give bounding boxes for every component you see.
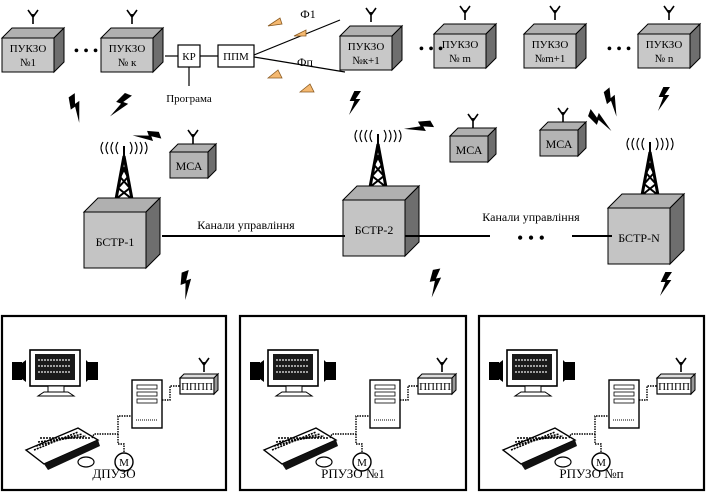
motor-label: М (119, 457, 129, 469)
panel-p1: М ПППП ДПУЗО (0, 314, 228, 492)
channel-ellipsis: • • • (517, 228, 545, 248)
top-ellipsis-3: • • • (607, 41, 632, 58)
top-unit-number: №к+1 (352, 55, 380, 67)
top-unit-label: ПУКЗО (532, 39, 569, 51)
panel-label: РПУЗО №п (559, 466, 623, 481)
phin-label: Фп (297, 55, 313, 69)
top-unit-number: №m+1 (535, 53, 566, 65)
pppp-label: ПППП (419, 381, 451, 393)
antenna-icon (557, 107, 569, 122)
top-unit-label: ПУКЗО (109, 43, 146, 55)
station-sn: БСТР-N (606, 192, 686, 266)
top-unit-number: №1 (20, 57, 36, 69)
station-label: БСТР-1 (96, 235, 135, 249)
top-unit-u1: ПУКЗО №1 (0, 9, 66, 74)
pppp-box: ПППП (178, 372, 220, 396)
antenna-icon (365, 7, 377, 22)
top-unit-um: ПУКЗО № m (432, 5, 498, 70)
top-unit-number: № к (118, 57, 137, 69)
signal-lamp-icon (266, 17, 315, 93)
antenna-icon (198, 357, 210, 372)
antenna-icon (126, 9, 138, 24)
program-label: Програма (166, 93, 212, 105)
mca-label: МСА (176, 159, 203, 173)
antenna-icon (663, 5, 675, 20)
antenna-icon (436, 357, 448, 372)
ppm-box: ППМ (217, 44, 255, 68)
channel-label-1: Канали управління (197, 218, 295, 232)
top-unit-label: ПУКЗО (10, 43, 47, 55)
mca-box-2: МСА (448, 113, 498, 164)
mca-label: МСА (456, 143, 483, 157)
pppp-label: ПППП (181, 381, 213, 393)
station-label: БСТР-N (618, 231, 660, 245)
antenna-icon (549, 5, 561, 20)
top-unit-label: ПУКЗО (646, 39, 683, 51)
top-unit-number: № n (655, 53, 674, 65)
antenna-icon (459, 5, 471, 20)
kr-label: КР (182, 51, 195, 63)
top-unit-uk1: ПУКЗО №к+1 (338, 7, 404, 72)
top-unit-label: ПУКЗО (442, 39, 479, 51)
pppp-box: ПППП (655, 372, 697, 396)
top-unit-number: № m (449, 53, 471, 65)
mca-box-3: МСА (538, 107, 588, 158)
top-unit-um1: ПУКЗО №m+1 (522, 5, 588, 70)
panel-p2: М ПППП РПУЗО №1 (238, 314, 468, 492)
panel-p3: М ПППП РПУЗО №п (477, 314, 706, 492)
top-unit-label: ПУКЗО (348, 41, 385, 53)
station-s2: БСТР-2 (341, 184, 421, 258)
pppp-box: ПППП (416, 372, 458, 396)
mca-box-1: МСА (168, 129, 218, 180)
mca-label: МСА (546, 137, 573, 151)
top-row: ПУКЗО №1 ПУКЗО № к ПУКЗО №к+1 ПУКЗО № m ПУКЗО №m+… (0, 5, 702, 74)
antenna-icon (675, 357, 687, 372)
top-ellipsis-2: • • • (419, 41, 444, 58)
pppp-label: ПППП (658, 381, 690, 393)
motor-label: М (596, 457, 606, 469)
top-unit-uk: ПУКЗО № к (99, 9, 165, 74)
panel-label: ДПУЗО (92, 466, 135, 481)
mca-group: МСА МСА МСА (168, 107, 588, 180)
station-label: БСТР-2 (355, 223, 394, 237)
ppm-label: ППМ (223, 51, 249, 63)
antenna-icon (467, 113, 479, 128)
top-ellipsis-1: • • • (74, 43, 99, 60)
top-unit-un: ПУКЗО № n (636, 5, 702, 70)
antenna-icon (27, 9, 39, 24)
channel-label-2: Канали управління (482, 210, 580, 224)
kr-box: КР (177, 44, 201, 68)
antenna-icon (187, 129, 199, 144)
motor-label: М (357, 457, 367, 469)
station-s1: БСТР-1 (82, 196, 162, 270)
panel-label: РПУЗО №1 (321, 466, 385, 481)
phi1-label: Ф1 (300, 7, 315, 21)
